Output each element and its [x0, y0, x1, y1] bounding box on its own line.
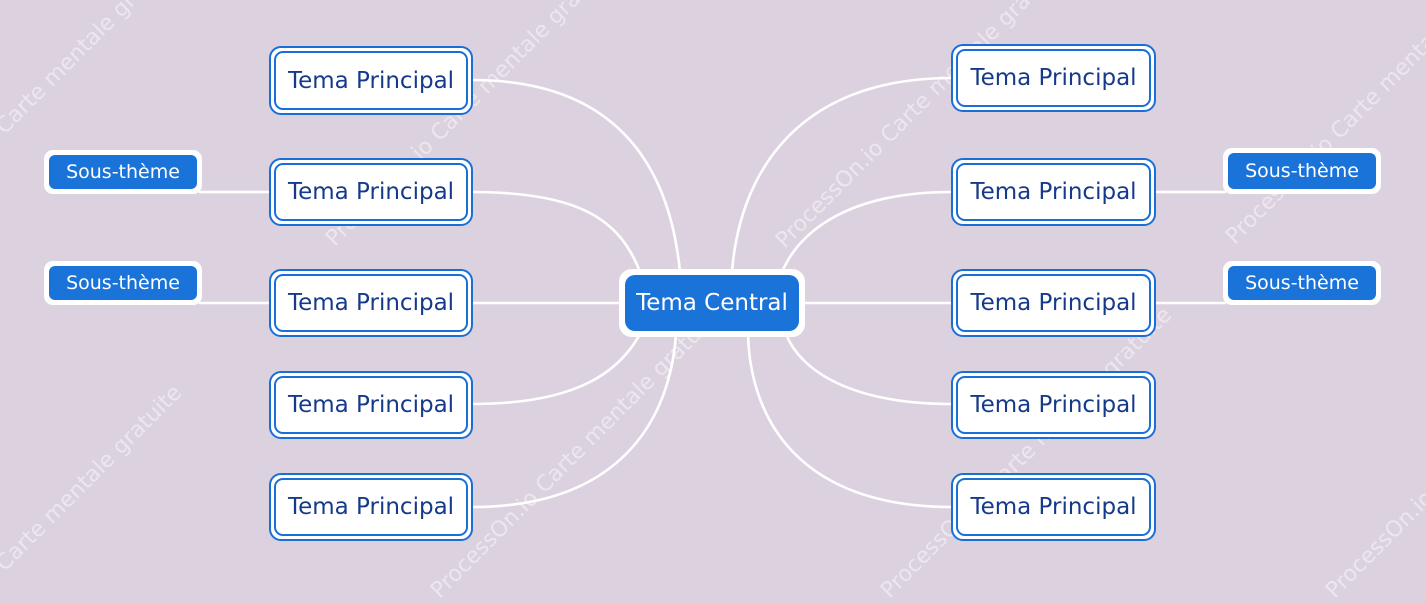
main-topic-right-4[interactable]: Tema Principal — [951, 371, 1156, 439]
main-topic-label: Tema Principal — [274, 51, 468, 110]
main-topic-label: Tema Principal — [956, 478, 1151, 536]
main-topic-left-3[interactable]: Tema Principal — [269, 269, 473, 337]
main-topic-label: Tema Principal — [274, 163, 468, 221]
subtopic-right-2[interactable]: Sous-thème — [1223, 261, 1381, 305]
connector-line — [470, 190, 642, 274]
main-topic-right-5[interactable]: Tema Principal — [951, 473, 1156, 541]
connector-line — [746, 332, 954, 509]
connector-line — [730, 76, 954, 274]
connector-line — [470, 78, 682, 274]
main-topic-right-3[interactable]: Tema Principal — [951, 269, 1156, 337]
subtopic-label: Sous-thème — [49, 155, 197, 189]
main-topic-label: Tema Principal — [956, 49, 1151, 107]
main-topic-right-2[interactable]: Tema Principal — [951, 158, 1156, 226]
main-topic-left-4[interactable]: Tema Principal — [269, 371, 473, 439]
main-topic-left-5[interactable]: Tema Principal — [269, 473, 473, 541]
main-topic-label: Tema Principal — [274, 376, 468, 434]
connector-line — [780, 190, 954, 274]
connector-line — [784, 332, 954, 406]
subtopic-left-2[interactable]: Sous-thème — [44, 261, 202, 305]
main-topic-label: Tema Principal — [956, 274, 1151, 332]
connector-line — [470, 332, 642, 406]
subtopic-label: Sous-thème — [1228, 153, 1376, 189]
subtopic-label: Sous-thème — [49, 266, 197, 300]
subtopic-left-1[interactable]: Sous-thème — [44, 150, 202, 194]
central-topic-label: Tema Central — [625, 275, 799, 331]
central-topic[interactable]: Tema Central — [619, 269, 805, 337]
main-topic-left-2[interactable]: Tema Principal — [269, 158, 473, 226]
subtopic-label: Sous-thème — [1228, 266, 1376, 300]
main-topic-label: Tema Principal — [274, 274, 468, 332]
main-topic-left-1[interactable]: Tema Principal — [269, 46, 473, 115]
main-topic-label: Tema Principal — [956, 376, 1151, 434]
main-topic-label: Tema Principal — [274, 478, 468, 536]
connector-line — [470, 332, 678, 509]
subtopic-right-1[interactable]: Sous-thème — [1223, 148, 1381, 194]
main-topic-label: Tema Principal — [956, 163, 1151, 221]
main-topic-right-1[interactable]: Tema Principal — [951, 44, 1156, 112]
